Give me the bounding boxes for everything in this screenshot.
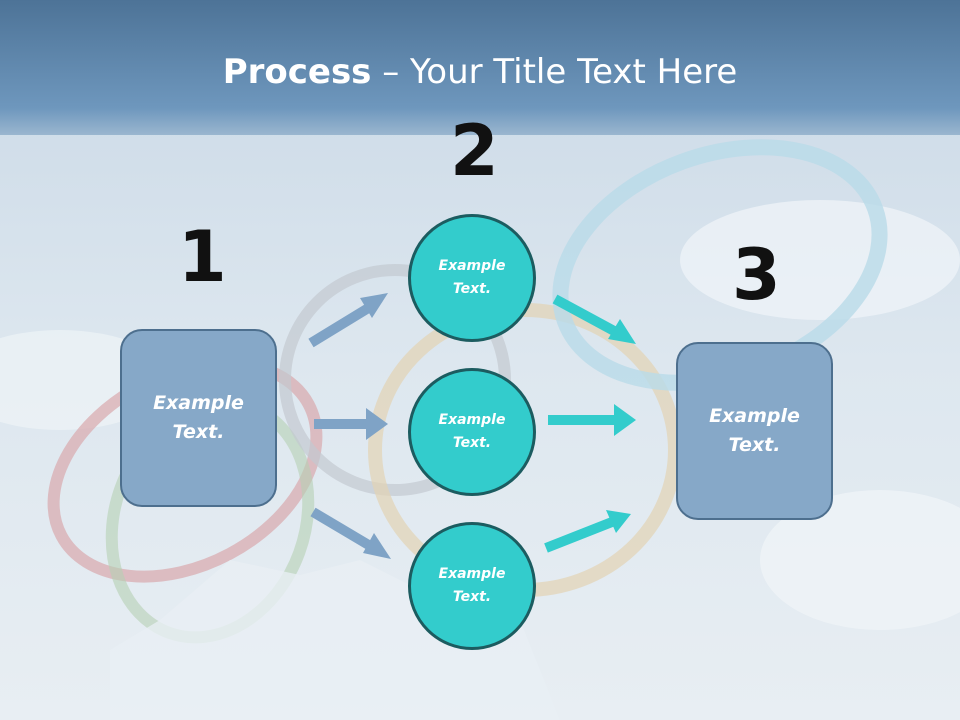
circle-top-label: Example Text. — [438, 258, 506, 297]
step-3-label: Example Text. — [709, 405, 800, 456]
circle-middle-label: Example Text. — [438, 412, 506, 451]
step-number-1: 1 — [178, 216, 227, 298]
step-1-label: Example Text. — [153, 392, 244, 443]
step-2-circle-bottom: Example Text. — [408, 522, 536, 650]
arrow-1-to-bottom — [310, 507, 391, 559]
arrow-1-to-middle — [314, 408, 388, 440]
arrow-top-to-3 — [552, 294, 636, 344]
step-number-2: 2 — [450, 110, 499, 192]
slide-title: Process – Your Title Text Here — [222, 52, 738, 92]
step-2-circle-middle: Example Text. — [408, 368, 536, 496]
step-1-box: Example Text. — [120, 329, 277, 507]
arrow-bottom-to-3 — [544, 510, 631, 553]
arrow-middle-to-3 — [548, 404, 636, 436]
step-2-circle-top: Example Text. — [408, 214, 536, 342]
step-3-box: Example Text. — [676, 342, 833, 520]
arrow-1-to-top — [308, 293, 388, 348]
step-number-3: 3 — [732, 234, 781, 316]
circle-bottom-label: Example Text. — [438, 566, 506, 605]
